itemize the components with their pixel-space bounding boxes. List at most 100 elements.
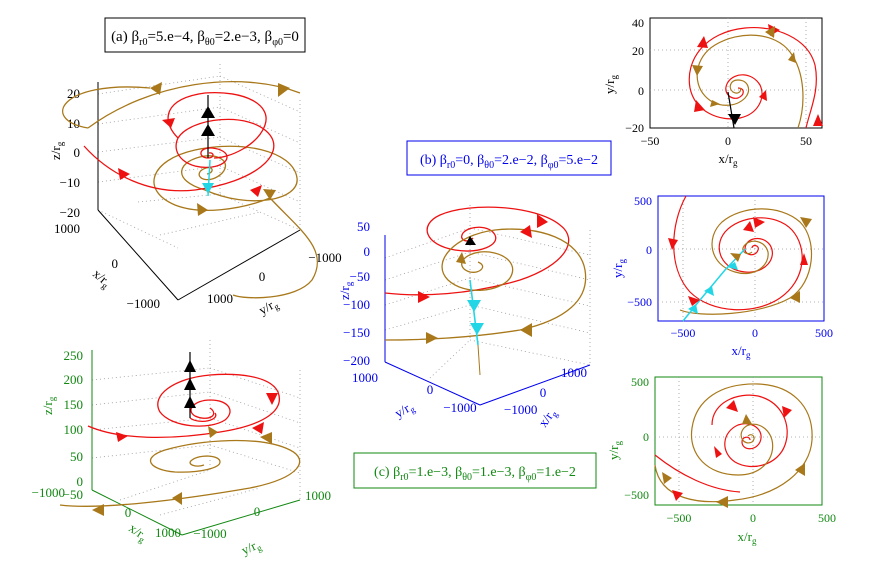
arrow-a2d-3: [694, 100, 705, 112]
ylabel-a3d: y/rg: [256, 295, 281, 319]
xlabel-b3d: x/rg: [535, 405, 560, 431]
arrow-b2d-3: [800, 253, 808, 265]
arrow-a2d-6: [692, 65, 703, 76]
arrow-a3d-7: [197, 203, 208, 216]
tick-a2d-y-3: −20: [625, 121, 644, 135]
trajectory-a3d-gold: [62, 81, 318, 299]
trajectory-b3d-stem: [477, 344, 481, 376]
tick-a2d-x-2: 50: [800, 134, 812, 148]
tick-b3d-z-3: −100: [343, 297, 370, 312]
tick-a3d-x-1: 0: [112, 256, 119, 271]
trajectory-c3d-gold: [59, 439, 301, 507]
panel-a-3d: 20 10 0 −10 −20 1000 0 −1000 1000 0 −100…: [48, 64, 342, 319]
xlabel-c3d: x/rg: [125, 520, 151, 545]
xlabel-b2d: x/rg: [732, 343, 751, 360]
tick-c3d-z-2: 150: [64, 397, 84, 412]
frame-a2d: [649, 17, 823, 129]
arrow-c2d-5: [782, 406, 792, 418]
tick-c3d-x-1: 0: [125, 505, 132, 520]
arrow-c3d-8: [172, 492, 182, 505]
tick-b2d-x-0: −500: [671, 326, 696, 340]
arrow-b2d-6: [790, 291, 800, 303]
arrow-a2d-10: [728, 114, 741, 125]
arrow-b2d-2: [688, 296, 700, 306]
trajectory-c3d-red: [87, 373, 280, 439]
tick-b3d-z-1: 0: [364, 244, 371, 259]
axis-c3d-x: [91, 489, 183, 536]
arrow-c3d-6: [252, 422, 264, 434]
tick-c2d-y-1: 0: [643, 430, 649, 444]
arrow-a3d-8: [201, 106, 215, 118]
tick-b2d-y-1: 0: [646, 243, 652, 257]
tick-c2d-x-1: 0: [750, 511, 756, 525]
arrow-b2d-7: [800, 217, 812, 228]
arrow-c2d-7: [714, 446, 722, 458]
arrow-b2d-5: [743, 221, 754, 232]
arrow-c3d-4: [266, 393, 278, 405]
axis-a3d-y: [177, 229, 301, 301]
arrows-a2d: [692, 24, 823, 126]
ylabel-b2d: y/rg: [610, 259, 627, 278]
arrows-b3d: [418, 214, 548, 344]
arrow-c2d-6: [795, 463, 805, 476]
trajectory-a2d-red: [688, 26, 817, 129]
panel-c-2d: 500 0 −500 −500 0 500 x/rg y/rg: [606, 375, 836, 546]
tick-b3d-x-2: 1000: [561, 365, 587, 380]
tick-b2d-y-2: −500: [627, 295, 652, 309]
tick-a3d-z-0: 20: [67, 86, 80, 101]
tick-b3d-y-1: 0: [427, 382, 434, 397]
zlabel-c3d: z/rg: [40, 396, 57, 415]
tick-a2d-y-1: 20: [632, 44, 644, 58]
trajectory-a2d-black: [727, 91, 735, 129]
arrow-c3d-3: [184, 396, 196, 408]
arrow-b3d-2: [537, 214, 548, 228]
arrow-a3d-1: [150, 82, 162, 95]
tick-c3d-z-0: 250: [64, 348, 84, 363]
tick-a2d-x-1: 0: [725, 134, 731, 148]
tick-b3d-x-1: 0: [540, 385, 547, 400]
arrow-c3d-1: [184, 360, 196, 372]
arrow-c2d-8: [742, 414, 752, 424]
trajectory-c2d-red: [711, 394, 788, 468]
panel-a-2d: 40 20 0 −20 −50 0 50 x/rg y/rg: [602, 16, 823, 168]
arrow-b2d-1: [668, 238, 678, 250]
grid-c3d: [91, 340, 301, 516]
arrow-b2d-11: [688, 304, 698, 314]
tick-b2d-x-1: 0: [752, 326, 758, 340]
ylabel-b3d: y/rg: [392, 398, 417, 422]
arrows-c3d: [92, 360, 278, 516]
arrow-a3d-10: [202, 183, 214, 194]
tick-b3d-x-0: −1000: [504, 402, 537, 417]
ylabel-c3d: y/rg: [239, 536, 264, 560]
tick-c3d-x-2: 1000: [155, 525, 181, 540]
tick-b3d-z-4: −150: [343, 325, 370, 340]
axis-b3d-y: [384, 361, 481, 406]
tick-a3d-x-0: 1000: [54, 221, 80, 236]
arrow-a3d-3: [118, 168, 130, 180]
tick-c2d-x-0: −500: [667, 511, 692, 525]
tick-c2d-y-0: 500: [631, 375, 649, 389]
grid-a3d: [97, 64, 301, 249]
arrow-b3d-5: [426, 332, 438, 344]
arrows-c2d: [662, 400, 805, 508]
title-a: (a) βr0=5.e−4, βθ0=2.e−3, βφ0=0: [111, 29, 299, 48]
title-b: (b) βr0=0, βθ0=2.e−2, βφ0=5.e−2: [420, 153, 598, 171]
arrow-c2d-2: [672, 490, 683, 501]
arrow-c2d-3: [716, 496, 728, 508]
arrow-b3d-7: [456, 252, 466, 264]
panel-b-3d: 50 0 −50 −100 −150 −200 1000 0 −1000 −10…: [337, 205, 591, 431]
xlabel-a2d: x/rg: [719, 151, 738, 168]
arrow-c2d-1: [662, 472, 672, 484]
tick-b2d-y-0: 500: [634, 194, 652, 208]
tick-c3d-z-1: 200: [64, 372, 84, 387]
arrow-c3d-2: [184, 378, 196, 390]
arrow-a3d-4: [250, 185, 262, 197]
arrow-b3d-4: [465, 236, 476, 245]
tick-a3d-x-2: −1000: [127, 296, 160, 311]
tick-c3d-z-3: 100: [64, 422, 84, 437]
title-box-c: (c) βr0=1.e−3, βθ0=1.e−3, βφ0=1.e−2: [353, 452, 597, 489]
arrow-a2d-4: [813, 114, 823, 126]
arrow-a3d-6: [263, 189, 276, 200]
tick-c3d-y-1: 0: [254, 504, 261, 519]
tick-a3d-y-1: 0: [259, 269, 266, 284]
